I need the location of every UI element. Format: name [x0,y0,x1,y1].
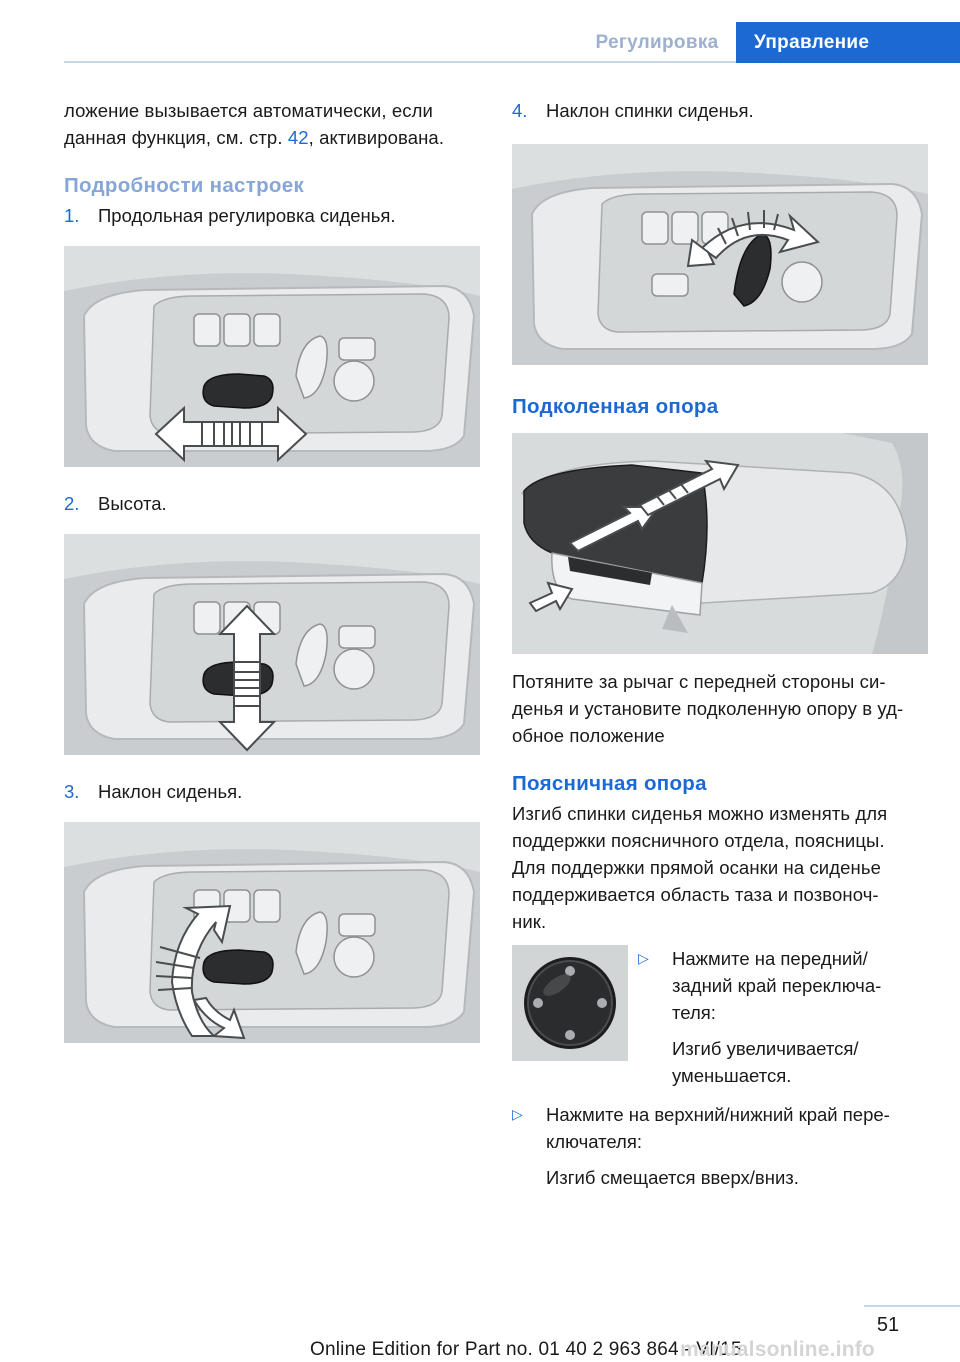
bullet-triangle-icon: ▷ [638,950,649,966]
intro-line-2: данная функция, см. стр. 42, активирован… [64,127,445,148]
bullet-triangle-icon: ▷ [512,1106,523,1122]
figure-seat-height [64,534,480,755]
step-number: 2. [64,493,80,514]
step-text: Продольная регулировка сиденья. [98,205,396,226]
right-column: 4. Наклон спинки сиденья. Подколенная оп… [512,97,928,1191]
intro-line-1: ложение вызывается автоматически, если [64,100,433,121]
step-number: 3. [64,781,80,802]
step-text: Высота. [98,493,167,514]
edition-text: Online Edition for Part no. 01 40 2 963 … [310,1339,742,1360]
lumbar-support-text: Изгиб спинки сиденья можно изменять для … [512,803,888,932]
figure-backrest-tilt [512,144,928,365]
step-text: Наклон сиденья. [98,781,243,802]
header-rule [64,61,960,63]
step-3: 3. Наклон сиденья. [64,778,480,805]
lumbar-bullet-2: ▷ Нажмите на верхний/нижний край пере- к… [512,1101,928,1191]
step-number: 4. [512,100,528,121]
figure-lumbar-switch [512,945,628,1061]
header-section-tab[interactable]: Регулировка [595,32,719,53]
knee-support-text: Потяните за рычаг с передней стороны си-… [512,671,904,746]
knee-support-heading: Подколенная опора [512,395,719,418]
step-1: 1. Продольная регулировка сиденья. [64,202,480,229]
page-link-42[interactable]: 42 [287,127,309,148]
figure-seat-forward-back [64,246,480,467]
lumbar-bullet-1-row: ▷ Нажмите на передний/ задний край перек… [512,945,928,1089]
header-chapter-tab[interactable]: Управление [736,22,960,63]
footer-rule [864,1305,960,1307]
step-text: Наклон спинки сиденья. [546,100,754,121]
step-2: 2. Высота. [64,490,480,517]
lumbar-bullet-1: ▷ Нажмите на передний/ задний край перек… [628,945,881,1089]
page-number: 51 [876,1314,900,1336]
step-number: 1. [64,205,80,226]
left-column: ложение вызывается автоматически, если д… [64,97,480,1043]
lumbar-support-heading: Поясничная опора [512,772,707,795]
settings-heading: Подробности настроек [64,174,305,197]
intro-text: ложение вызывается автоматически, если д… [64,97,480,151]
watermark: manualsonline.info [680,1338,875,1361]
figure-knee-support [512,433,928,654]
figure-seat-tilt [64,822,480,1043]
step-4: 4. Наклон спинки сиденья. [512,97,928,124]
